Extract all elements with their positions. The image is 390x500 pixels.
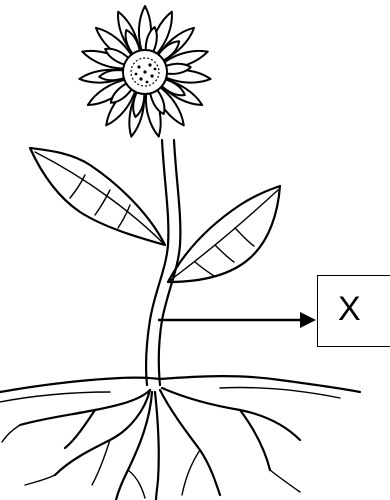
- soil-lines: [0, 376, 360, 402]
- stem: [146, 140, 180, 385]
- label-x-text: X: [338, 292, 361, 326]
- flower-center: [123, 50, 167, 94]
- label-arrow: [158, 312, 316, 328]
- roots: [2, 388, 300, 500]
- label-box-x: X: [317, 275, 390, 347]
- right-leaf: [168, 186, 280, 282]
- flower-head: [79, 6, 212, 138]
- left-leaf: [30, 148, 165, 245]
